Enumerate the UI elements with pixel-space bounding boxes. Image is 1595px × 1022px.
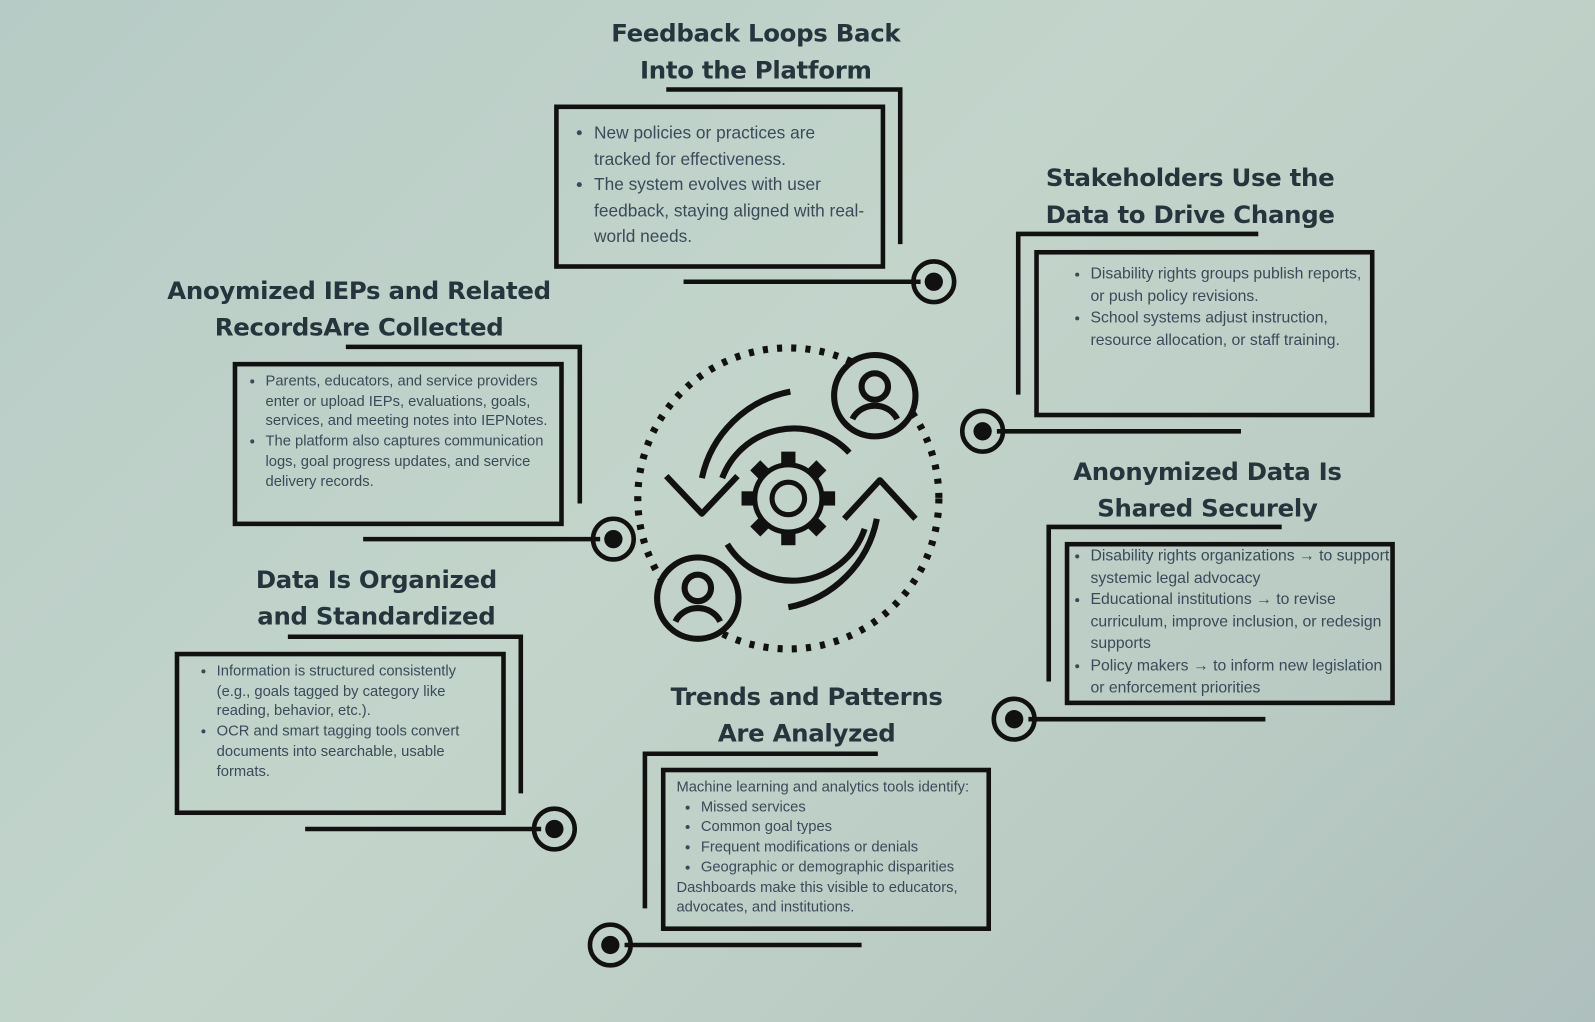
trends-intro: Machine learning and analytics tools ide… xyxy=(676,779,970,796)
organized-box xyxy=(174,651,506,816)
stakeholders-node-icon xyxy=(959,408,1006,454)
list-item: School systems adjust instruction, resou… xyxy=(1090,307,1362,351)
feedback-box xyxy=(554,104,886,269)
trends-box xyxy=(660,767,992,931)
trends-title-line: Are Analyzed xyxy=(717,719,896,748)
collected-title-line: Anoymized IEPs and Related xyxy=(167,276,551,306)
trends-text: Machine learning and analytics tools ide… xyxy=(676,778,991,918)
list-item: Missed services xyxy=(701,798,992,818)
stakeholders-title-line: Stakeholders Use the xyxy=(1045,163,1335,193)
list-item: Frequent modifications or denials xyxy=(701,838,992,858)
list-item: The system evolves with user feedback, s… xyxy=(594,172,873,250)
list-item: OCR and smart tagging tools convert docu… xyxy=(217,722,494,782)
organized-title-line: Data Is Organized xyxy=(255,565,497,595)
list-item: Policy makers → to inform new legislatio… xyxy=(1090,655,1389,699)
feedback-node-icon xyxy=(911,259,957,305)
shared-title-line: Anonymized Data Is xyxy=(1073,457,1342,487)
list-item: Educational institutions → to revise cur… xyxy=(1090,589,1389,655)
organized-title: Data Is Organized and Standardized xyxy=(173,561,580,634)
feedback-title: Feedback Loops Back Into the Platform xyxy=(549,15,962,88)
collected-title-line: RecordsAre Collected xyxy=(214,313,504,342)
stakeholders-title-line: Data to Drive Change xyxy=(1045,200,1335,229)
trends-outro: Dashboards make this visible to educator… xyxy=(676,879,958,916)
collected-text: Parents, educators, and service provider… xyxy=(247,372,557,492)
stakeholders-title: Stakeholders Use the Data to Drive Chang… xyxy=(987,160,1394,233)
collected-title: Anoymized IEPs and Related RecordsAre Co… xyxy=(142,273,575,346)
shared-node-icon xyxy=(991,696,1037,742)
shared-text: Disability rights organizations → to sup… xyxy=(1072,545,1389,699)
collected-box xyxy=(232,361,564,527)
list-item: The platform also captures communication… xyxy=(265,432,557,492)
cycle-gear-icon xyxy=(634,344,943,653)
feedback-title-line: Feedback Loops Back xyxy=(611,19,901,48)
list-item: Parents, educators, and service provider… xyxy=(265,372,557,432)
trends-title-line: Trends and Patterns xyxy=(670,682,943,712)
list-item: Information is structured consistently (… xyxy=(217,662,494,722)
stakeholders-bracket xyxy=(1015,231,1259,395)
shared-bracket xyxy=(1046,524,1282,682)
organized-title-line: and Standardized xyxy=(257,602,496,631)
list-item: New policies or practices are tracked fo… xyxy=(594,120,873,172)
shared-title: Anonymized Data Is Shared Securely xyxy=(1004,454,1411,527)
trends-title: Trends and Patterns Are Analyzed xyxy=(603,678,1010,751)
shared-box xyxy=(1064,541,1395,706)
list-item: Disability rights groups publish reports… xyxy=(1090,263,1362,307)
collected-bracket xyxy=(345,344,583,504)
organized-node-icon xyxy=(531,806,578,852)
feedback-bracket xyxy=(666,87,903,245)
shared-title-line: Shared Securely xyxy=(1097,494,1318,523)
list-item: Disability rights organizations → to sup… xyxy=(1090,545,1389,589)
stakeholders-box xyxy=(1034,249,1375,418)
collected-node-icon xyxy=(590,516,637,562)
trends-node-icon xyxy=(587,922,633,968)
organized-bracket xyxy=(287,634,524,794)
feedback-title-line: Into the Platform xyxy=(639,55,872,85)
list-item: Common goal types xyxy=(701,818,992,838)
list-item: Geographic or demographic disparities xyxy=(701,858,992,878)
trends-bracket xyxy=(642,751,878,909)
feedback-text: New policies or practices are tracked fo… xyxy=(576,120,873,250)
organized-text: Information is structured consistently (… xyxy=(198,662,493,782)
stakeholders-text: Disability rights groups publish reports… xyxy=(1072,263,1362,351)
